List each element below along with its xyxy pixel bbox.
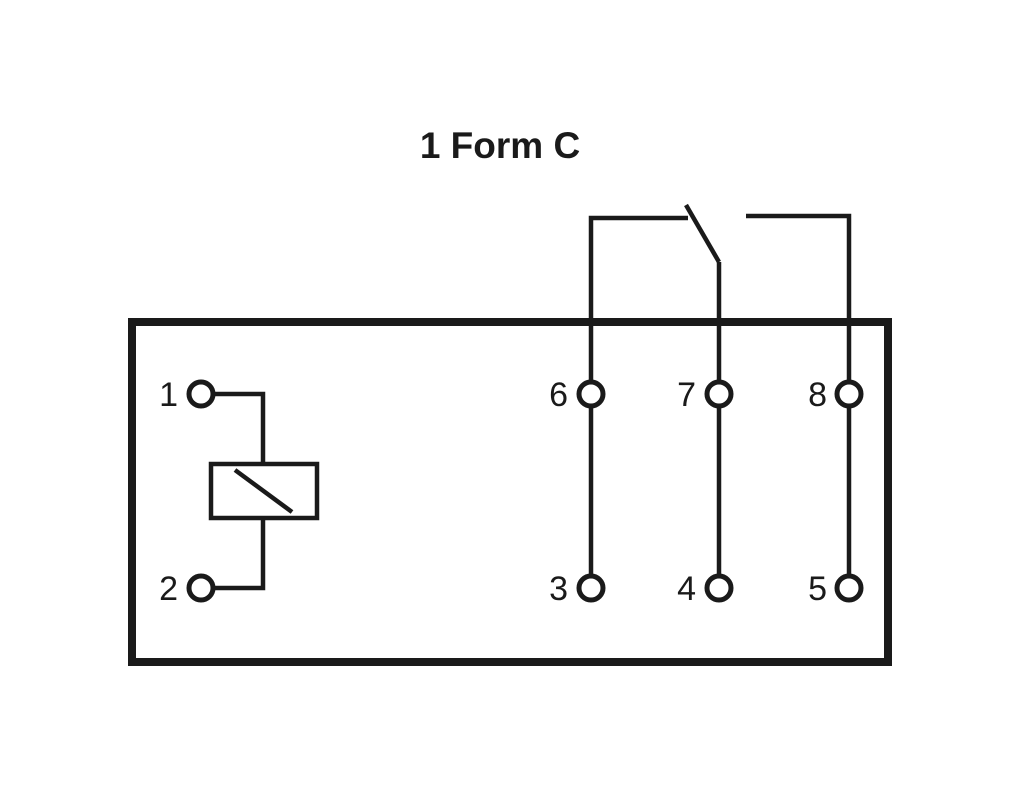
coil-diagonal	[233, 468, 294, 514]
pin-label-2: 2	[159, 570, 178, 608]
terminal-4	[704, 573, 734, 603]
terminal-1	[186, 379, 216, 409]
pin-label-7: 7	[677, 376, 696, 414]
relay-coil	[208, 461, 320, 521]
coil-lead-top	[214, 391, 266, 464]
relay-housing	[128, 318, 892, 666]
pin-label-6: 6	[549, 376, 568, 414]
terminal-6	[576, 379, 606, 409]
pin-label-3: 3	[549, 570, 568, 608]
switch-blade	[684, 203, 721, 264]
terminal-3	[576, 573, 606, 603]
terminal-8	[834, 379, 864, 409]
pin-label-1: 1	[159, 376, 178, 414]
contact-wire-6-3	[588, 215, 688, 588]
terminal-7	[704, 379, 734, 409]
coil-lead-bottom	[214, 518, 266, 591]
terminal-2	[186, 573, 216, 603]
pin-label-8: 8	[808, 376, 827, 414]
pin-label-4: 4	[677, 570, 696, 608]
terminal-5	[834, 573, 864, 603]
contact-wire-8-5	[746, 213, 852, 588]
pin-label-5: 5	[808, 570, 827, 608]
diagram-title: 1 Form C	[420, 125, 580, 166]
